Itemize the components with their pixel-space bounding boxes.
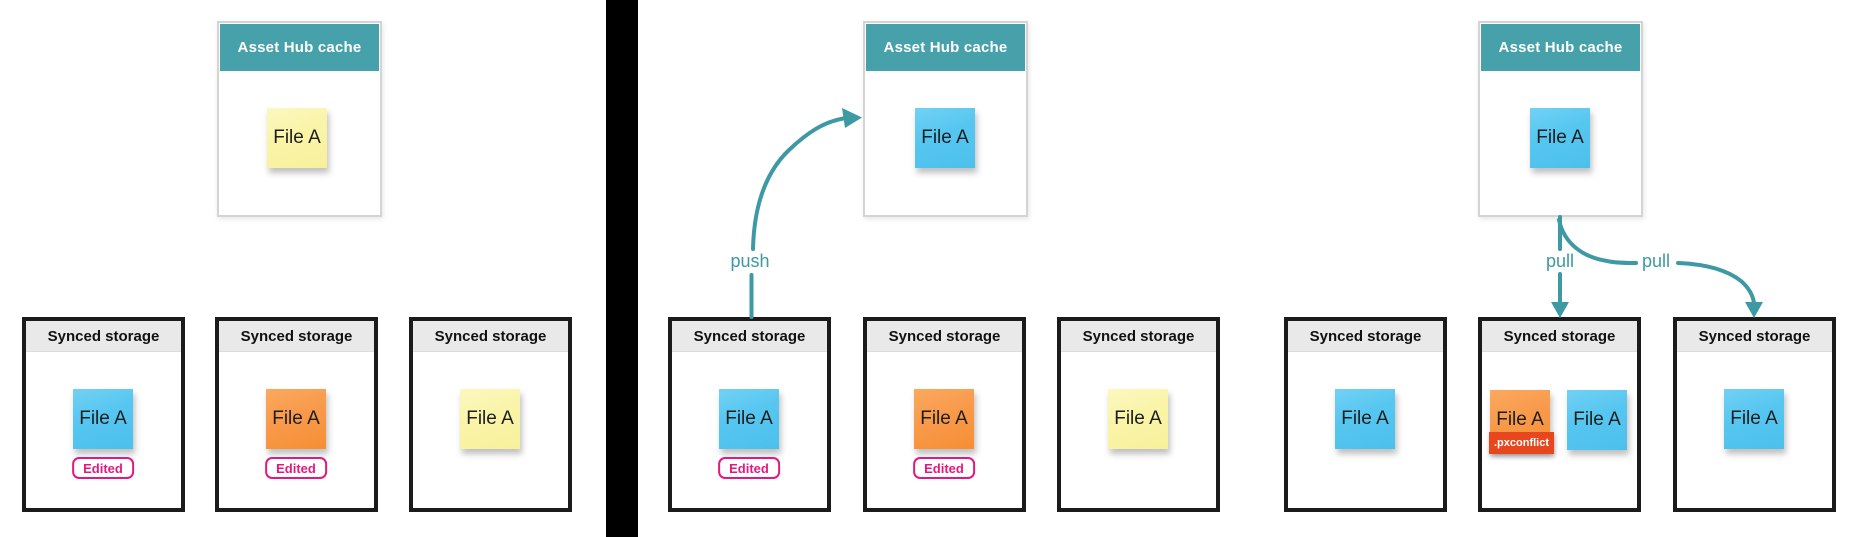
synced-storage-header: Synced storage xyxy=(413,321,568,352)
pull-label-left: pull xyxy=(1542,251,1578,272)
file-label: File A xyxy=(725,408,773,429)
pull-label-right: pull xyxy=(1638,251,1674,272)
synced-storage-header: Synced storage xyxy=(672,321,827,352)
file-label: File A xyxy=(1114,408,1162,429)
synced-storage-title: Synced storage xyxy=(1082,327,1195,345)
file-label: File A xyxy=(1496,409,1544,430)
sticky-note-file-a: File A xyxy=(1530,108,1590,168)
sticky-note-file-a: File A xyxy=(719,389,779,449)
synced-storage-header: Synced storage xyxy=(26,321,181,352)
sticky-note-file-a: File A xyxy=(460,389,520,449)
edited-badge: Edited xyxy=(265,457,327,479)
asset-hub-cache-header: Asset Hub cache xyxy=(866,24,1025,71)
edited-badge: Edited xyxy=(718,457,780,479)
file-label: File A xyxy=(1573,409,1621,430)
sticky-note-file-a: File A xyxy=(1567,390,1627,450)
synced-storage-title: Synced storage xyxy=(1503,327,1616,345)
edited-badge: Edited xyxy=(913,457,975,479)
sticky-note-file-a: File A xyxy=(915,108,975,168)
asset-hub-cache-title: Asset Hub cache xyxy=(1498,39,1623,56)
file-label: File A xyxy=(921,127,969,148)
file-label: File A xyxy=(272,408,320,429)
synced-storage-header: Synced storage xyxy=(1482,321,1637,352)
synced-storage-header: Synced storage xyxy=(219,321,374,352)
synced-storage-title: Synced storage xyxy=(240,327,353,345)
synced-storage-title: Synced storage xyxy=(1698,327,1811,345)
synced-storage-title: Synced storage xyxy=(434,327,547,345)
pxconflict-tag: .pxconflict xyxy=(1489,432,1555,454)
asset-hub-cache-header: Asset Hub cache xyxy=(1481,24,1640,71)
synced-storage-box: Synced storage xyxy=(215,317,378,512)
asset-hub-cache-title: Asset Hub cache xyxy=(883,39,1008,56)
sticky-note-file-a: File A xyxy=(1335,389,1395,449)
sticky-note-file-a: File A xyxy=(1724,389,1784,449)
file-label: File A xyxy=(273,127,321,148)
sticky-note-file-a: File A xyxy=(266,389,326,449)
file-label: File A xyxy=(1730,408,1778,429)
asset-hub-cache-header: Asset Hub cache xyxy=(220,24,379,71)
synced-storage-header: Synced storage xyxy=(1061,321,1216,352)
sticky-note-file-a: File A xyxy=(1108,389,1168,449)
file-label: File A xyxy=(1536,127,1584,148)
synced-storage-box: Synced storage xyxy=(22,317,185,512)
asset-hub-cache-box: Asset Hub cache xyxy=(217,21,382,217)
synced-storage-title: Synced storage xyxy=(47,327,160,345)
push-arrow xyxy=(749,108,862,319)
file-label: File A xyxy=(1341,408,1389,429)
file-label: File A xyxy=(466,408,514,429)
synced-storage-box: Synced storage xyxy=(1673,317,1836,512)
synced-storage-header: Synced storage xyxy=(1288,321,1443,352)
sticky-note-file-a: File A xyxy=(914,389,974,449)
edited-badge: Edited xyxy=(72,457,134,479)
synced-storage-header: Synced storage xyxy=(1677,321,1832,352)
synced-storage-header: Synced storage xyxy=(867,321,1022,352)
sticky-note-file-a: File A xyxy=(73,389,133,449)
panel-divider xyxy=(606,0,638,537)
synced-storage-title: Synced storage xyxy=(693,327,806,345)
asset-hub-cache-box: Asset Hub cache xyxy=(863,21,1028,217)
sticky-note-file-a: File A xyxy=(267,108,327,168)
file-label: File A xyxy=(79,408,127,429)
synced-storage-title: Synced storage xyxy=(1309,327,1422,345)
file-label: File A xyxy=(920,408,968,429)
synced-storage-title: Synced storage xyxy=(888,327,1001,345)
push-label: push xyxy=(727,251,773,272)
asset-hub-cache-title: Asset Hub cache xyxy=(237,39,362,56)
